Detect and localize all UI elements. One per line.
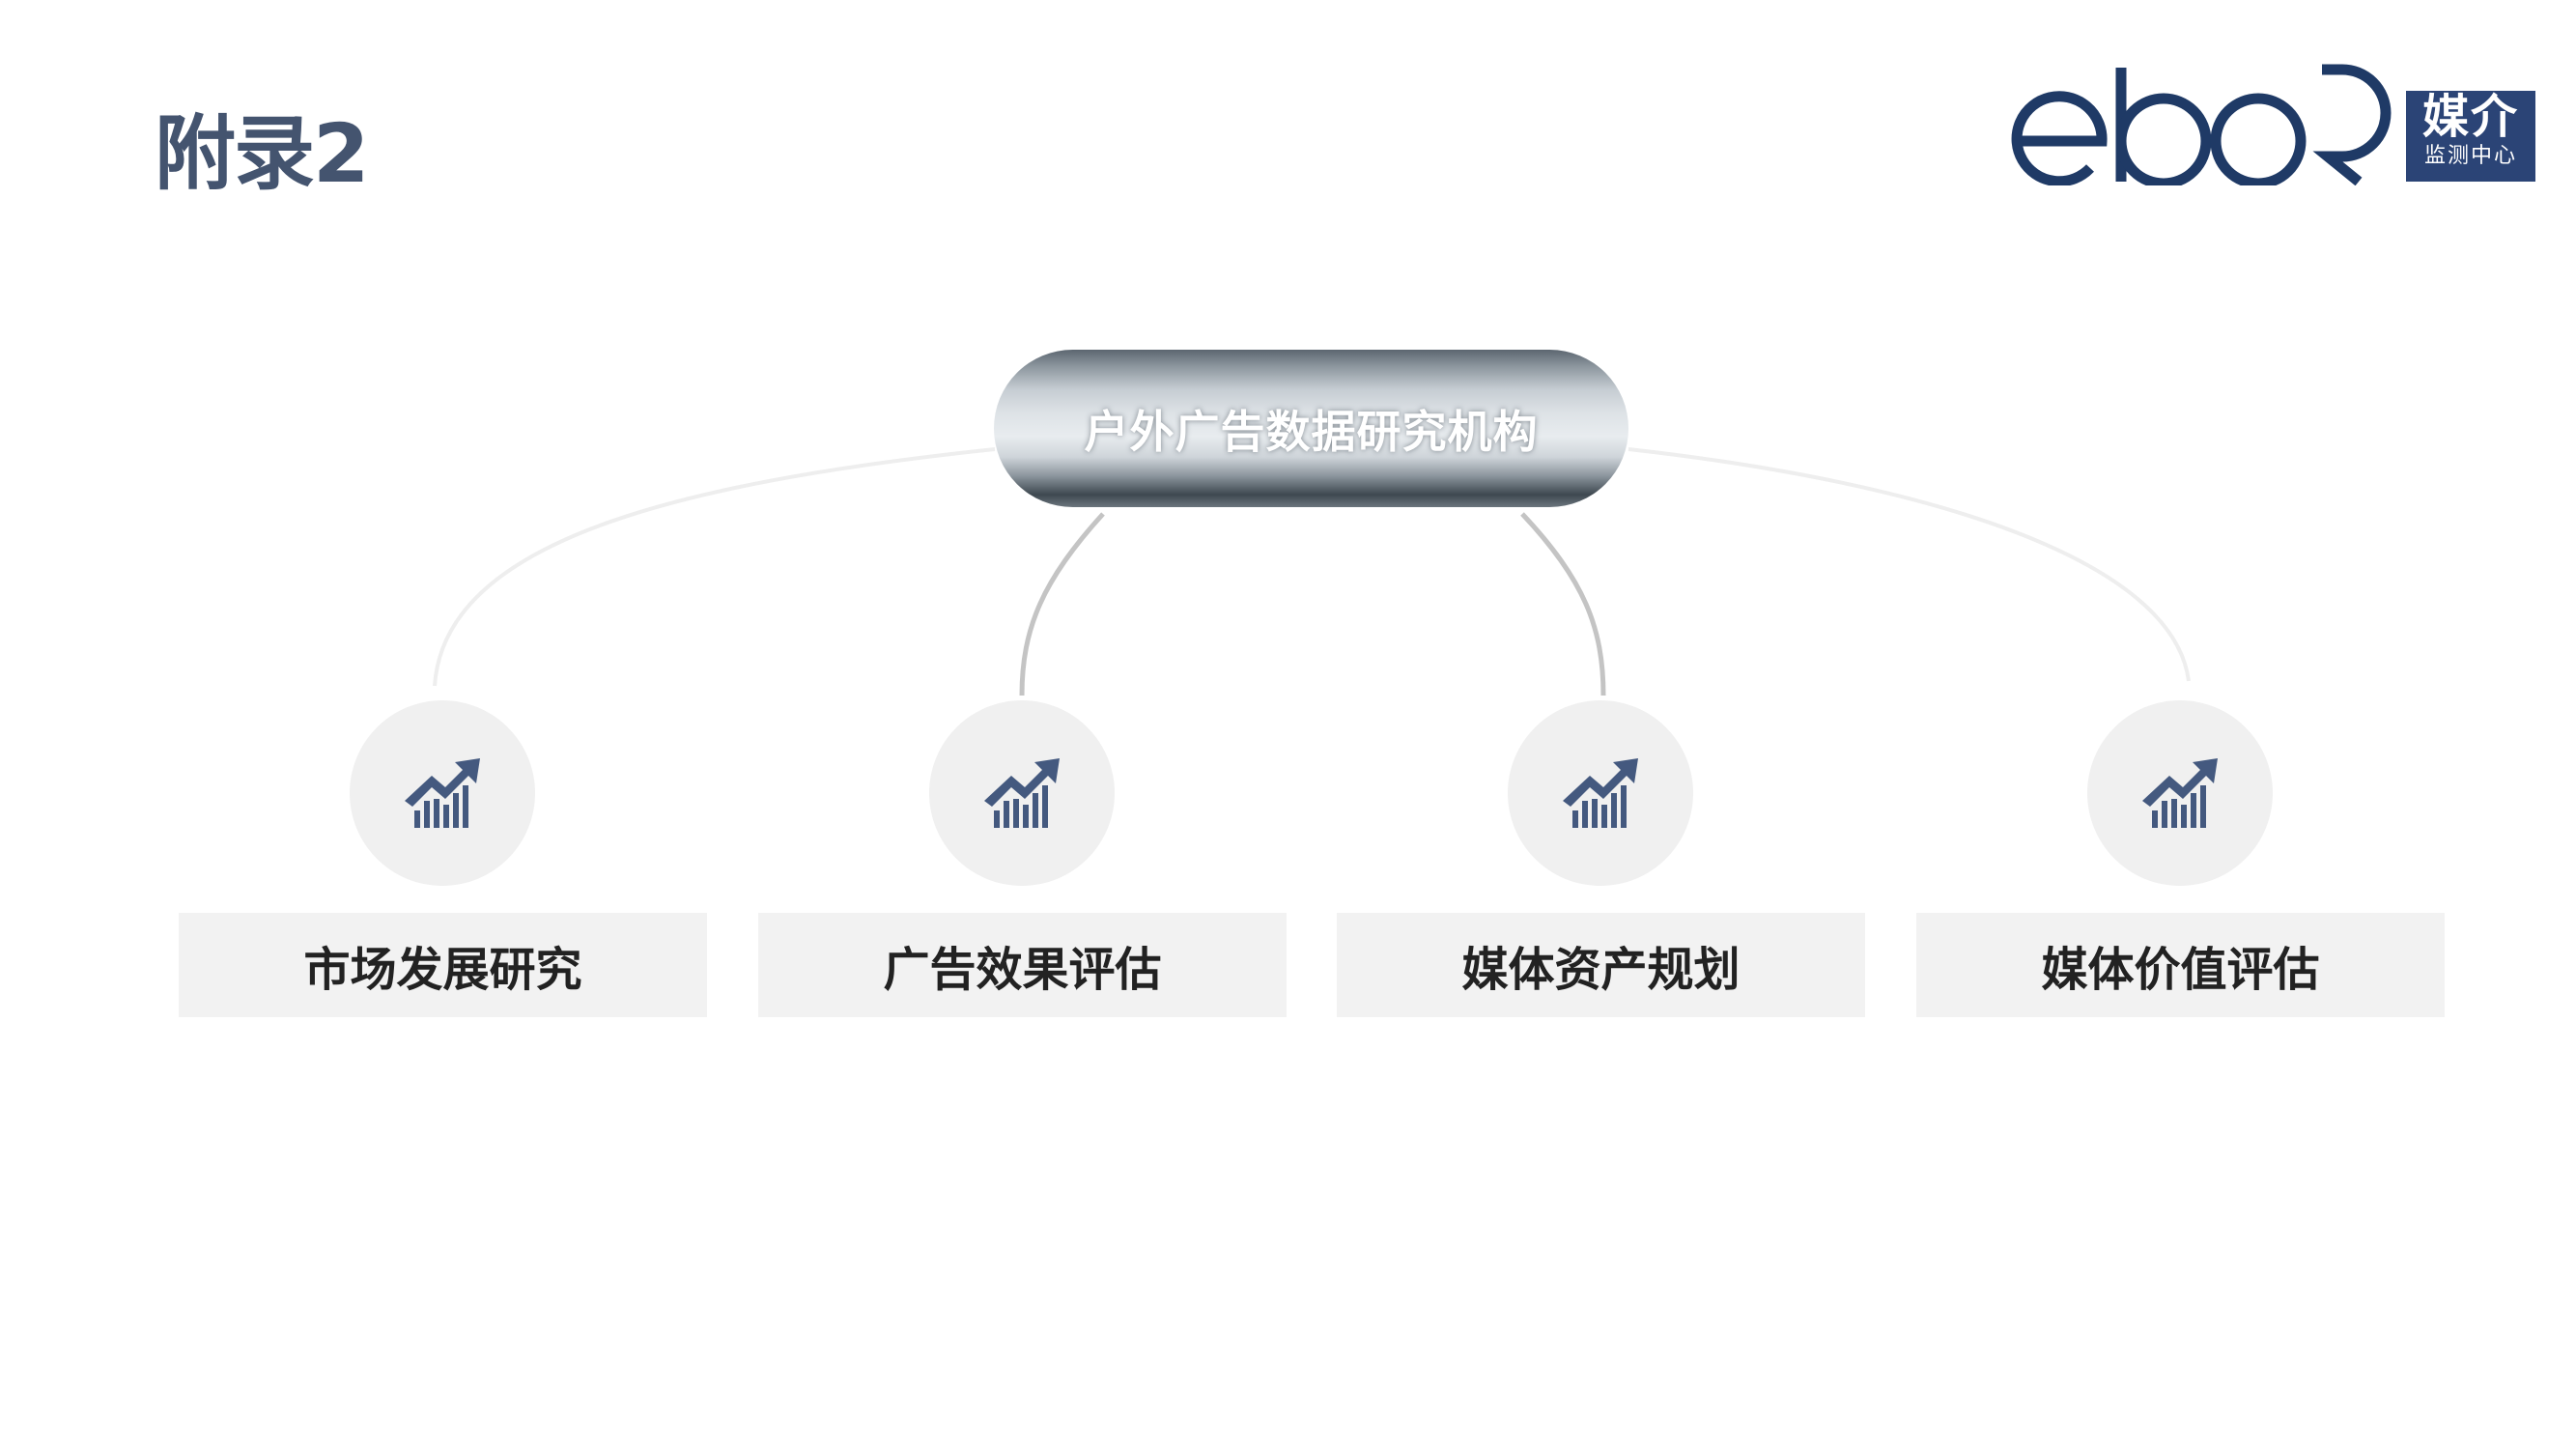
branch-label: 媒体资产规划: [1337, 913, 1865, 1017]
chart-growth-icon: [978, 753, 1065, 834]
connector-inner-left: [1019, 512, 1105, 696]
ebor-logo: 媒介 监测中心: [2009, 60, 2550, 185]
connector-outer-left: [433, 447, 996, 687]
branch-label: 广告效果评估: [758, 913, 1287, 1017]
branch-icon-circle: [2087, 700, 2273, 886]
logo-badge: 媒介 监测中心: [2406, 91, 2535, 182]
center-node-label: 户外广告数据研究机构: [1084, 405, 1539, 458]
connector-inner-right: [1520, 512, 1606, 696]
chart-growth-icon: [2137, 753, 2223, 834]
logo-badge-title: 媒介: [2421, 90, 2519, 144]
branch-icon-circle: [1508, 700, 1693, 886]
branch-icon-circle: [929, 700, 1115, 886]
chart-growth-icon: [1557, 753, 1644, 834]
page-title: 附录2: [155, 106, 369, 201]
logo-wordmark: [2011, 64, 2392, 185]
center-node: 户外广告数据研究机构: [994, 350, 1628, 507]
chart-growth-icon: [399, 753, 486, 834]
branch-label: 媒体价值评估: [1916, 913, 2445, 1017]
connector-outer-right: [1628, 447, 2191, 682]
branch-label: 市场发展研究: [179, 913, 707, 1017]
logo-badge-subtitle: 监测中心: [2423, 144, 2517, 168]
branch-icon-circle: [350, 700, 535, 886]
